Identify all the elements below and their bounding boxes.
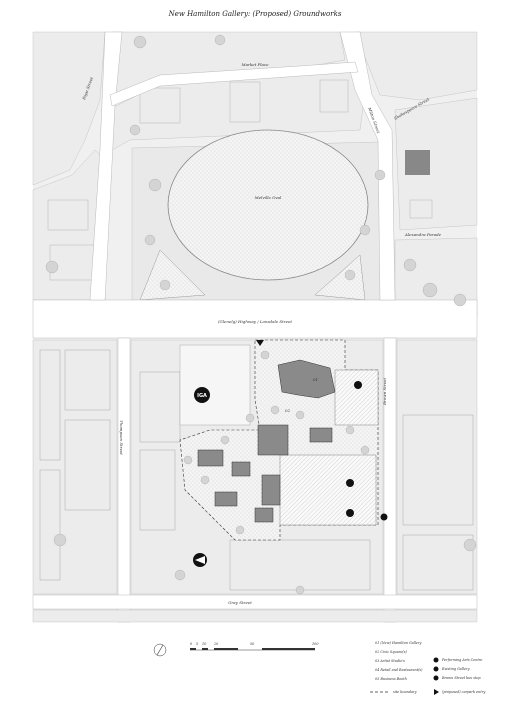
label-zone-01: 01 <box>313 377 318 382</box>
legend-item: 01 (New) Hamilton Gallery <box>375 641 422 645</box>
label-market-place: Market Place <box>240 62 269 67</box>
svg-text:IGA: IGA <box>197 393 207 399</box>
legend-item: Existing Gallery <box>441 667 470 671</box>
scale-bar: 0 5 10 20 50 100 <box>190 642 319 651</box>
performing-arts-icon <box>433 657 439 663</box>
block-south-west <box>32 339 118 595</box>
up-arrow-marker-icon <box>354 381 362 389</box>
legend-item: (proposed) carpark entry <box>442 690 485 694</box>
building-civic <box>257 424 289 456</box>
block-south <box>32 609 478 623</box>
label-highway: (Glenelg) Highway / Lonsdale Street <box>218 319 292 324</box>
label-zone-02: 02 <box>285 408 291 413</box>
map-title: New Hamilton Gallery: (Proposed) Groundw… <box>168 10 342 18</box>
building-gallery <box>277 359 336 399</box>
performing-arts-icon <box>346 479 354 487</box>
label-melville-oval: Melville Oval <box>254 195 282 200</box>
existing-gallery-icon <box>346 509 354 517</box>
existing-gallery-icon <box>433 666 439 672</box>
scale-tick: 0 <box>190 642 193 646</box>
north-arrow-icon <box>153 643 167 657</box>
carpark-entry-marker-icon <box>256 340 264 346</box>
trees <box>45 34 477 595</box>
scale-tick: 50 <box>250 642 255 646</box>
legend-item: 02 Civic Square(s) <box>375 650 407 654</box>
gray-street-road <box>32 594 478 610</box>
legend-item: Brown Street bus stop <box>441 676 481 680</box>
label-thompson-street: Thompson Street <box>119 420 124 455</box>
oval-reserve <box>131 129 386 321</box>
highway-road <box>32 299 478 339</box>
bus-stop-icon <box>433 675 439 681</box>
legend-item: 03 Artist Studio's <box>375 659 405 663</box>
melville-oval <box>167 129 369 281</box>
scale-tick: 100 <box>312 642 319 646</box>
legend: 01 (New) Hamilton Gallery 02 Civic Squar… <box>370 641 485 695</box>
supermarket-logo-icon <box>193 553 207 567</box>
label-brown-street: Brown Street <box>382 377 387 406</box>
label-alexandra-parade: Alexandra Parade <box>404 232 442 237</box>
legend-item: 04 Retail and Restaurant(s) <box>375 668 423 672</box>
roads <box>32 31 478 623</box>
label-gray-street: Gray Street <box>228 600 252 605</box>
scale-tick: 5 <box>196 642 198 646</box>
scale-tick: 10 <box>202 642 207 646</box>
bus-stop-icon <box>380 513 388 521</box>
scale-tick: 20 <box>213 642 219 646</box>
legend-item: 05 Business Booth <box>375 677 407 681</box>
site-buildings <box>197 359 336 523</box>
legend-item: site boundary <box>393 690 417 694</box>
legend-item: Performing Arts Centre <box>441 658 482 662</box>
block-east <box>396 339 478 595</box>
carpark-entry-marker-icon <box>434 689 439 695</box>
iga-icon: IGA <box>194 387 210 403</box>
performing-arts-zone <box>279 454 377 526</box>
